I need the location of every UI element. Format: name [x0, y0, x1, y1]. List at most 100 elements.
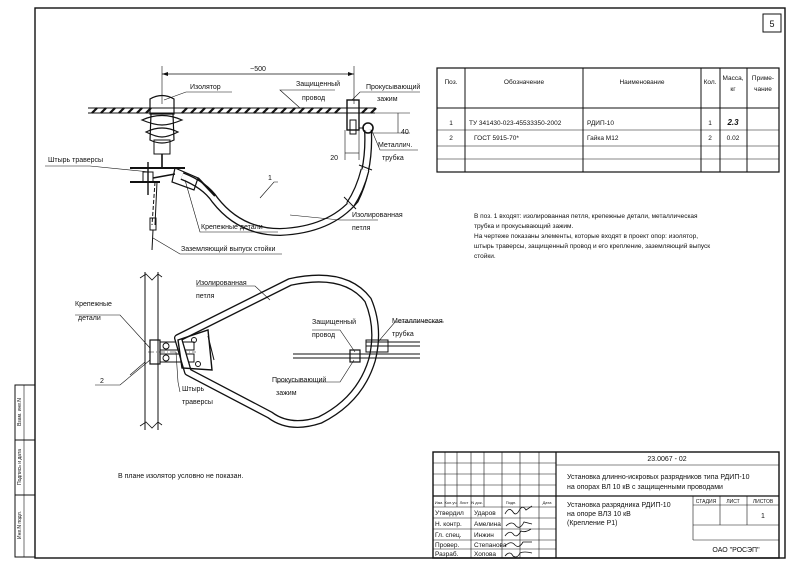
wire-hatch-mark: [208, 107, 215, 114]
pole-section: [139, 272, 163, 430]
drawing-title-2: на опоре ВЛЗ 10 кВ: [567, 511, 631, 518]
wire-hatch-mark: [235, 107, 242, 114]
wire-hatch-mark: [217, 107, 224, 114]
spec-table: Поз. Обозначение Наименование Кол. Масса…: [436, 67, 780, 173]
row2-designation: ГОСТ 5915-70*: [474, 135, 519, 142]
plan-note: В плане изолятор условно не показан.: [118, 473, 243, 480]
spec-header-note-1: Приме-: [752, 75, 774, 82]
label-insulator: Изолятор: [190, 84, 221, 91]
sheet-label: ЛИСТ: [726, 499, 739, 505]
note-line-2: трубка и прокусывающий зажим.: [474, 222, 574, 230]
stage-label: СТАДИЯ: [696, 499, 717, 505]
plan-label-loop-2: петля: [196, 293, 215, 300]
title-line-1: Установка длинно-искровых разрядников ти…: [567, 474, 750, 481]
row1-qty: 1: [708, 120, 712, 127]
row1-name: РДИП-10: [587, 120, 614, 127]
elevation-callouts: [45, 89, 420, 255]
company-name: ОАО "РОСЭП": [712, 547, 760, 554]
sig-name-dev: Хопова: [474, 551, 496, 558]
row2-pos: 2: [449, 135, 453, 142]
stamp-signature-date: Подпись и дата: [17, 449, 23, 485]
rev-header-change: Изм.: [435, 500, 444, 505]
label-insulated-loop-1: Изолированная: [352, 212, 403, 219]
label-protected-wire-1: Защищенный: [296, 80, 340, 88]
rev-header-doc: N док.: [471, 500, 482, 505]
plan-view: Крепежные детали 2 Изолированная петля З…: [75, 272, 444, 430]
plan-label-wire-2: провод: [312, 332, 335, 339]
rev-header-count: Кол.уч.: [444, 500, 457, 505]
wire-hatch-mark: [100, 107, 107, 114]
sheets-total: 1: [761, 513, 765, 520]
wire-hatch-mark: [253, 107, 260, 114]
plan-label-metal-tube-1: Металлическая: [392, 318, 443, 325]
stamp-inv-replace: Взам. инв.N: [17, 398, 23, 426]
sig-role-norm: Н. контр.: [435, 521, 462, 528]
plan-bracket: [148, 339, 196, 365]
row1-designation: ТУ 341430-023-45533350-2002: [469, 120, 562, 127]
sheet-frame: [34, 7, 786, 559]
plan-label-pos-2: 2: [100, 378, 104, 385]
spec-header-mass-2: кг: [730, 86, 736, 93]
sig-name-chief: Инжин: [474, 532, 494, 539]
spec-header-pos: Поз.: [445, 79, 458, 86]
label-insulated-loop-2: петля: [352, 225, 371, 232]
ground-lead: [149, 181, 158, 251]
spec-header-designation: Обозначение: [504, 78, 545, 86]
row2-mass: 0.02: [727, 135, 740, 142]
wire-hatch-mark: [199, 107, 206, 114]
handwritten-signatures: [504, 505, 533, 558]
wire-hatch-mark: [334, 107, 341, 114]
side-stamp: Взам. инв.N Подпись и дата Инв.N подл.: [14, 384, 36, 558]
elevation-view: ~500 40 20 Изолятор Защищенный: [45, 66, 420, 255]
protected-wire-elevation: [88, 107, 377, 114]
title-block: Изм. Кол.уч. Лист N док. Подп. Дата Утве…: [432, 451, 780, 559]
protected-wire-plan: [293, 349, 420, 363]
plan-label-clamp-1: Прокусывающий: [272, 376, 326, 384]
row2-name: Гайка М12: [587, 134, 619, 142]
drawing-title-1: Установка разрядника РДИП-10: [567, 502, 671, 509]
spec-header-note-2: чание: [754, 86, 772, 93]
row2-qty: 2: [708, 135, 712, 142]
spec-header-qty: Кол.: [704, 79, 717, 86]
note-line-3: На чертеже показаны элементы, которые вх…: [474, 233, 698, 240]
label-protected-wire-2: провод: [302, 95, 325, 102]
wire-hatch-mark: [325, 107, 332, 114]
note-line-4: штырь траверсы, защищенный провод и его …: [474, 242, 710, 250]
dim-500-label: ~500: [250, 66, 266, 73]
table-row: 1 ТУ 341430-023-45533350-2002 РДИП-10 1 …: [449, 118, 739, 127]
sheets-label: ЛИСТОВ: [753, 499, 774, 505]
page-number-box: 5: [762, 13, 782, 33]
spec-header-mass-1: Масса,: [722, 75, 743, 82]
wire-hatch-mark: [262, 107, 269, 114]
sig-name-norm: Амелина: [474, 521, 501, 528]
wire-hatch-mark: [91, 107, 98, 114]
plan-label-metal-tube-2: трубка: [392, 330, 414, 338]
wire-hatch-mark: [280, 107, 287, 114]
row1-pos: 1: [449, 120, 453, 127]
note-line-1: В поз. 1 входят: изолированная петля, кр…: [474, 213, 698, 220]
wire-hatch-mark: [298, 107, 305, 114]
notes-block: В поз. 1 входят: изолированная петля, кр…: [474, 213, 710, 260]
label-clamp-1: Прокусывающий: [366, 83, 420, 91]
plan-label-loop-1: Изолированная: [196, 280, 247, 287]
dimension-20: 20: [330, 130, 360, 162]
insulator: [140, 94, 184, 168]
piercing-clamp-elevation: [346, 99, 374, 135]
rev-header-date: Дата: [543, 500, 553, 505]
signature-list: Утвердил Ударов Н. контр. Амелина Гл. сп…: [435, 510, 507, 558]
plan-label-pin-1: Штырь: [182, 386, 205, 393]
sig-role-approved: Утвердил: [435, 510, 464, 517]
plan-label-pin-2: траверсы: [182, 399, 213, 406]
traverse-pin: [130, 162, 185, 195]
wire-hatch-mark: [190, 107, 197, 114]
spec-header-name: Наименование: [619, 79, 664, 86]
rev-header-sheet: Лист: [460, 500, 469, 505]
note-line-5: стойки.: [474, 252, 496, 260]
wire-hatch-mark: [127, 107, 134, 114]
wire-hatch-mark: [118, 107, 125, 114]
label-metal-tube-1: Металлич.: [378, 142, 412, 149]
plan-label-clamp-2: зажим: [276, 390, 297, 397]
wire-hatch-mark: [244, 107, 251, 114]
wire-hatch-mark: [109, 107, 116, 114]
plan-label-fasteners-1: Крепежные: [75, 301, 112, 308]
